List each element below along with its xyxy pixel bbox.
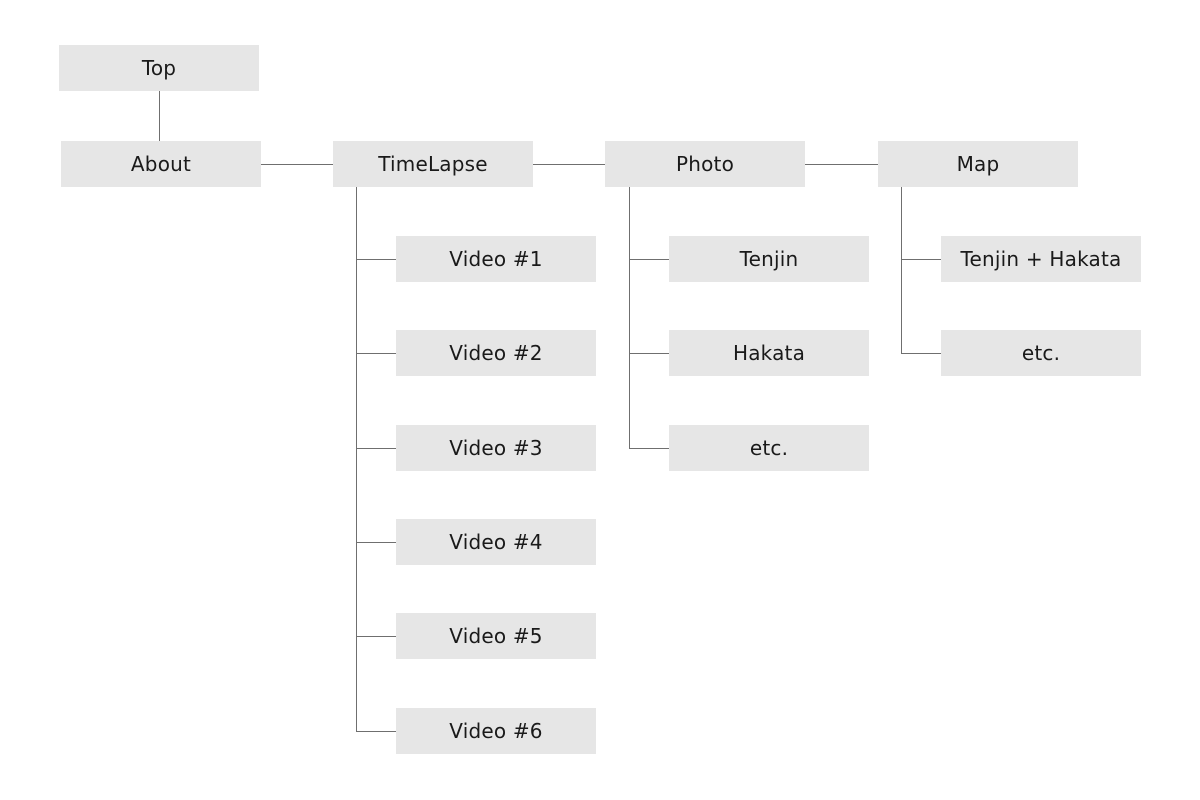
node-video-4-label: Video #4 [449,530,543,554]
node-about[interactable]: About [61,141,261,187]
node-top-label: Top [141,56,177,80]
node-map-etc[interactable]: etc. [941,330,1141,376]
node-photo-tenjin-label: Tenjin [739,247,799,271]
node-photo-hakata[interactable]: Hakata [669,330,869,376]
node-photo-etc-label: etc. [749,436,789,460]
node-video-5-label: Video #5 [449,624,543,648]
node-timelapse[interactable]: TimeLapse [333,141,533,187]
node-photo-hakata-label: Hakata [732,341,806,365]
node-map-tenjin-hakata-label: Tenjin + Hakata [960,247,1122,271]
node-map-tenjin-hakata[interactable]: Tenjin + Hakata [941,236,1141,282]
node-video-3[interactable]: Video #3 [396,425,596,471]
node-video-1[interactable]: Video #1 [396,236,596,282]
node-photo[interactable]: Photo [605,141,805,187]
node-video-1-label: Video #1 [449,247,543,271]
node-photo-tenjin[interactable]: Tenjin [669,236,869,282]
node-video-3-label: Video #3 [449,436,543,460]
node-video-6-label: Video #6 [449,719,543,743]
node-video-5[interactable]: Video #5 [396,613,596,659]
node-top[interactable]: Top [59,45,259,91]
node-map[interactable]: Map [878,141,1078,187]
node-photo-label: Photo [675,152,735,176]
node-about-label: About [130,152,192,176]
node-map-label: Map [956,152,1000,176]
node-video-2[interactable]: Video #2 [396,330,596,376]
node-video-6[interactable]: Video #6 [396,708,596,754]
node-video-4[interactable]: Video #4 [396,519,596,565]
node-video-2-label: Video #2 [449,341,543,365]
node-photo-etc[interactable]: etc. [669,425,869,471]
node-timelapse-label: TimeLapse [378,152,488,176]
node-map-etc-label: etc. [1021,341,1061,365]
